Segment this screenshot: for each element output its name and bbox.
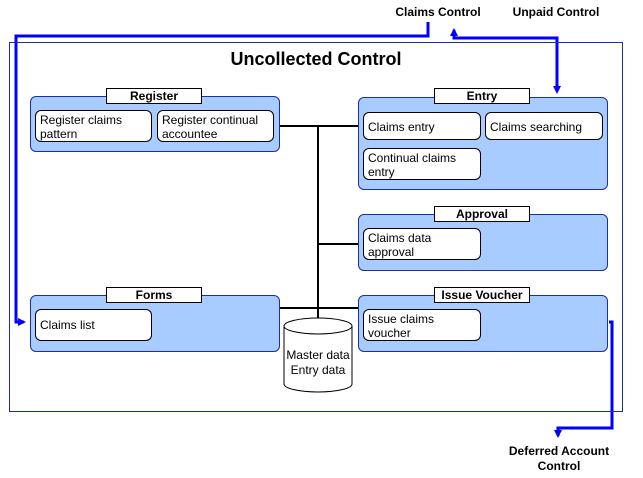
claims-data-approval-box[interactable]: Claims data approval [363, 228, 481, 260]
connector-lines [279, 125, 358, 322]
database-label: Master data Entry data [282, 348, 354, 378]
main-title: Uncollected Control [230, 49, 402, 69]
approval-group-label: Approval [434, 206, 530, 222]
unpaid-control-label: Unpaid Control [512, 5, 600, 19]
entry-group-label: Entry [434, 88, 530, 104]
deferred-account-control-label: Deferred Account Control [496, 444, 622, 474]
register-group-label: Register [106, 88, 202, 104]
forms-group-label: Forms [106, 287, 202, 303]
issue-claims-voucher-box[interactable]: Issue claims voucher [363, 309, 481, 341]
voucher-to-deferred-account-arrow [554, 320, 614, 438]
register-continual-accountee-box[interactable]: Register continual accountee [157, 110, 274, 142]
claims-entry-box[interactable]: Claims entry [363, 112, 481, 140]
claims-searching-box[interactable]: Claims searching [485, 112, 603, 140]
entry-unpaid-claims-arrow [450, 28, 561, 94]
database-label-line2: Entry data [290, 363, 346, 377]
database-cylinder [283, 317, 353, 393]
deferred-account-control-line1: Deferred Account [508, 444, 610, 458]
register-claims-pattern-box[interactable]: Register claims pattern [35, 110, 152, 142]
claims-list-box[interactable]: Claims list [35, 309, 152, 341]
uncollected-control-frame [9, 42, 623, 412]
issue-voucher-group-label: Issue Voucher [434, 287, 530, 303]
claims-control-label: Claims Control [395, 5, 481, 19]
continual-claims-entry-box[interactable]: Continual claims entry [363, 148, 481, 180]
flow-arrows [14, 22, 614, 438]
claims-control-to-claims-list-arrow [14, 22, 430, 326]
database-label-line1: Master data [286, 348, 350, 362]
deferred-account-control-line2: Control [537, 459, 581, 473]
